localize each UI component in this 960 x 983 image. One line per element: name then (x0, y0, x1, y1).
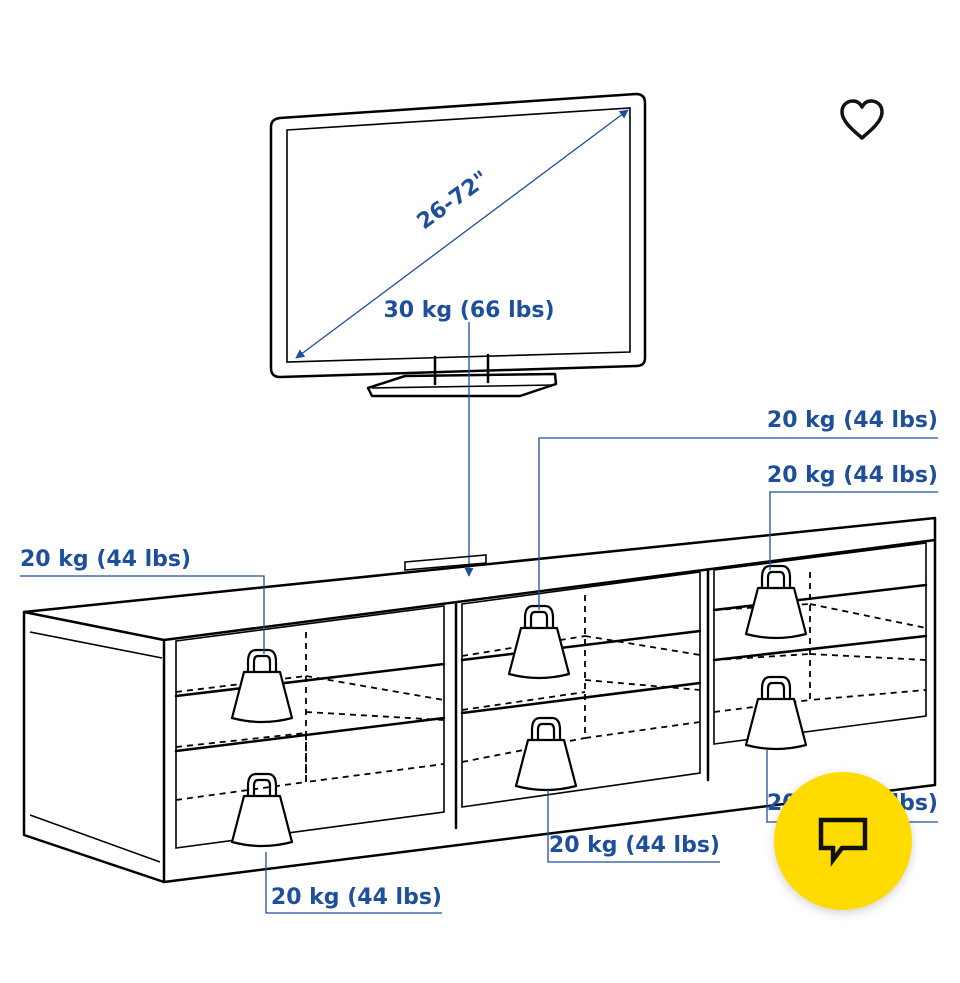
load-label-top-left: 20 kg (44 lbs) (20, 547, 191, 572)
tv-illustration (269, 92, 647, 577)
tv-size-label: 26-72" (413, 167, 494, 235)
load-weight-bottom-middle (514, 716, 578, 792)
screen-diagonal-arrow (295, 109, 629, 359)
load-label-bottom-middle: 20 kg (44 lbs) (549, 833, 720, 858)
load-weight-top-left (230, 648, 294, 724)
heart-outline-icon (840, 99, 884, 140)
load-weight-bottom-right (744, 675, 808, 751)
tv-weight-label: 30 kg (66 lbs) (383, 298, 554, 323)
favorite-button[interactable] (836, 96, 888, 144)
load-weight-bottom-left (230, 772, 294, 848)
chat-button[interactable] (774, 772, 912, 910)
load-label-bottom-left: 20 kg (44 lbs) (271, 885, 442, 910)
load-label-top-right: 20 kg (44 lbs) (767, 463, 938, 488)
load-weight-top-middle (507, 604, 571, 680)
tv-bench-illustration (22, 516, 937, 884)
chat-bubble-icon (818, 817, 868, 867)
load-weight-top-right (744, 564, 808, 640)
load-label-top-middle: 20 kg (44 lbs) (767, 408, 938, 433)
